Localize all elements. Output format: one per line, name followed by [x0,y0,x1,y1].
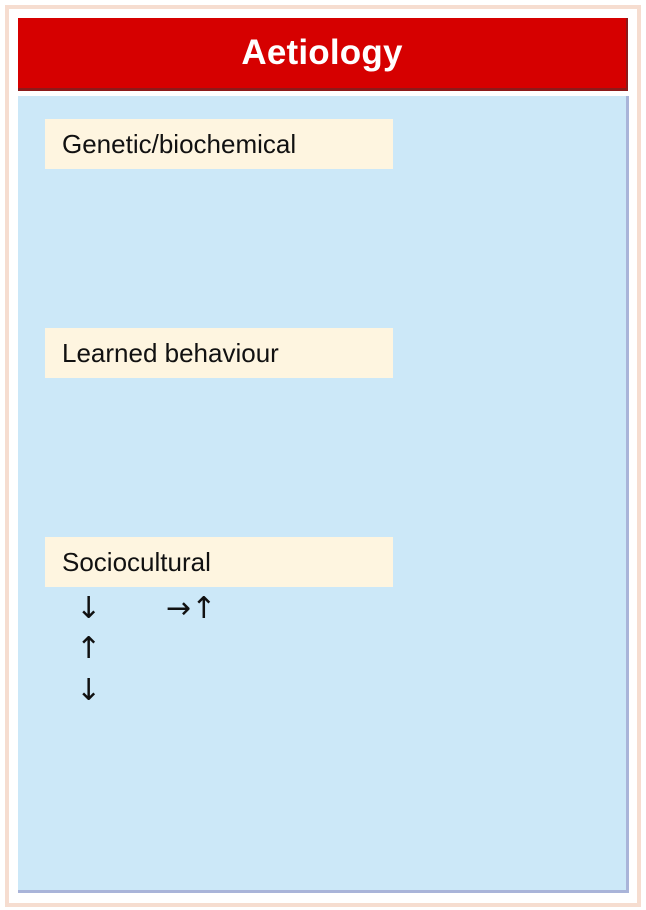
section-label-genetic: Genetic/biochemical [45,119,393,169]
header-bar: Aetiology [18,18,628,91]
content-panel [18,96,629,893]
down-arrow-icon: ↓ [76,591,102,626]
down-arrow-icon-2: ↓ [76,673,102,708]
header-title: Aetiology [241,33,403,72]
section-label-learned: Learned behaviour [45,328,393,378]
right-up-arrow-icon: →↑ [166,591,217,626]
up-arrow-icon: ↑ [76,631,102,666]
section-label-sociocultural: Sociocultural [45,537,393,587]
